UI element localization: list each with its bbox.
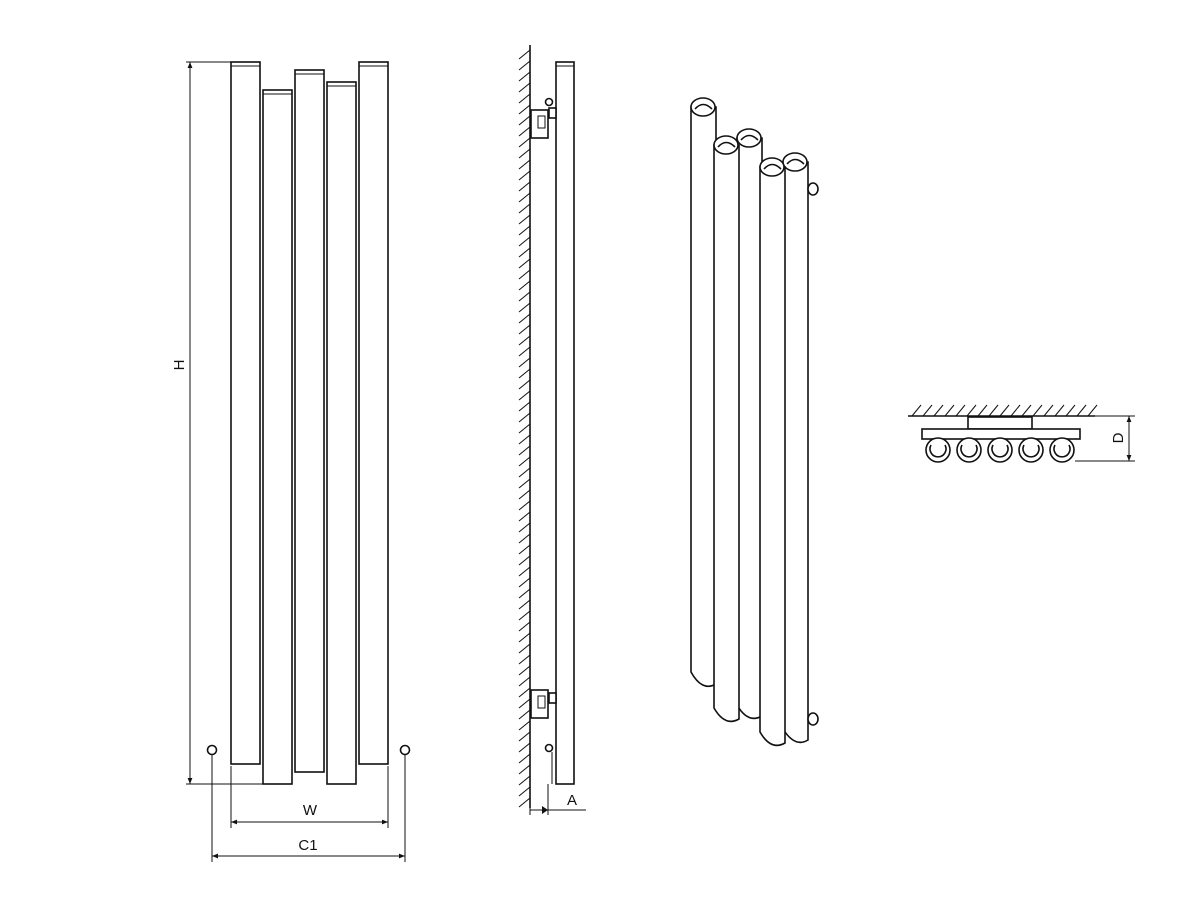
top-wall-hatch: [911, 404, 1098, 417]
top-tube-section: [956, 437, 982, 463]
right-connection: [399, 744, 411, 756]
front-tube-3: [294, 69, 325, 773]
front-tube-2: [262, 89, 293, 785]
top-tube-section: [925, 437, 951, 463]
height-label: H: [171, 360, 188, 371]
perspective-tube-2: [713, 135, 740, 723]
front-view: H W C1: [171, 61, 411, 862]
side-tube: [555, 61, 575, 785]
bottom-wall-bracket: [530, 689, 557, 784]
top-view: D: [908, 404, 1135, 463]
top-tube-section: [1018, 437, 1044, 463]
side-view: A: [518, 45, 586, 815]
connection-spacing-label: C1: [298, 837, 317, 854]
width-label: W: [303, 802, 318, 819]
top-tube-section: [987, 437, 1013, 463]
front-tube-5: [358, 61, 389, 765]
top-tube-section: [1049, 437, 1075, 463]
front-tube-1: [230, 61, 261, 765]
depth-label: D: [1110, 432, 1127, 443]
top-tube-sections: [925, 437, 1075, 463]
left-connection: [206, 744, 218, 756]
perspective-tube-3: [736, 128, 763, 720]
wall-hatch: [518, 49, 531, 808]
front-tube-4: [326, 81, 357, 785]
perspective-tube-5: [782, 152, 819, 744]
perspective-tube-4: [759, 157, 786, 747]
perspective-tube-1: [690, 97, 717, 688]
top-wall-bracket: [530, 97, 557, 139]
wall-gap-label: A: [567, 792, 577, 809]
perspective-view: [690, 97, 819, 747]
